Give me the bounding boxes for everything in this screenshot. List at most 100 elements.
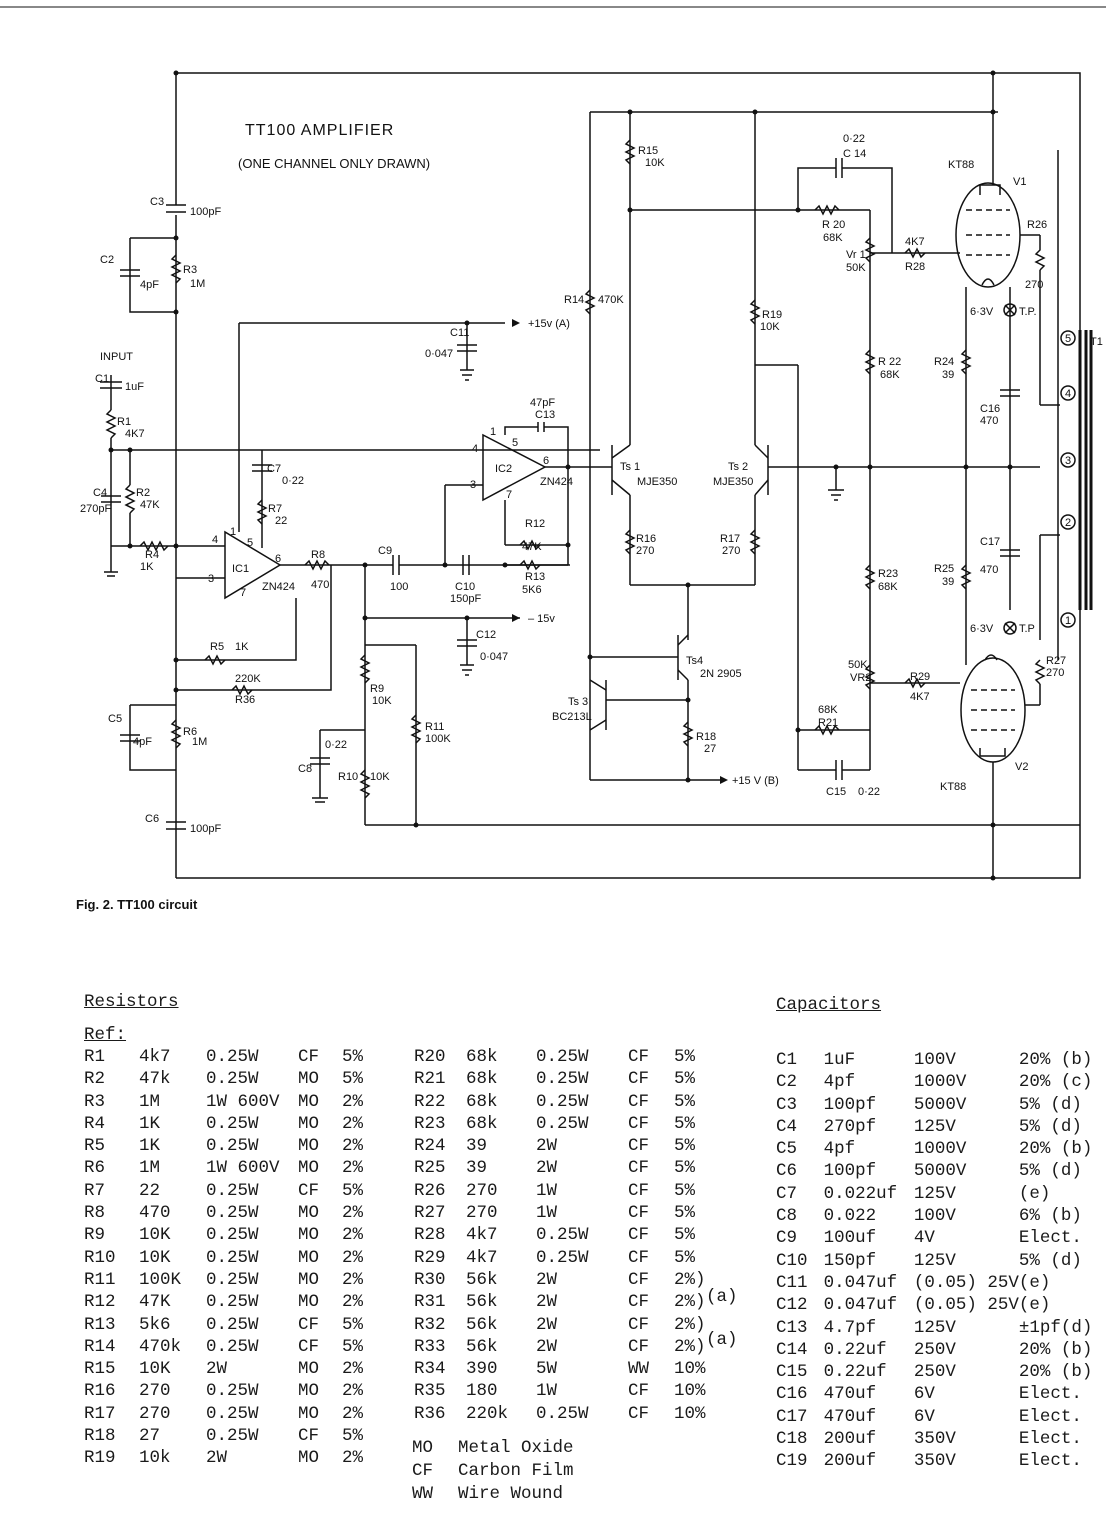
- table-cell: 10%: [674, 1381, 706, 1402]
- table-cell: 2%: [342, 1091, 364, 1112]
- table-cell: R3: [84, 1091, 106, 1112]
- table-cell: 2W: [536, 1314, 558, 1335]
- table-cell: 10K: [139, 1225, 171, 1246]
- svg-text:4: 4: [1065, 388, 1071, 400]
- svg-text:5: 5: [247, 537, 253, 549]
- table-cell: 2W: [536, 1136, 558, 1157]
- table-cell: 150pf: [823, 1250, 877, 1271]
- table-cell: CF: [628, 1136, 650, 1157]
- table-cell: 6V: [913, 1384, 935, 1405]
- table-cell: 0.25W: [536, 1069, 589, 1090]
- table-cell: R30: [414, 1269, 446, 1290]
- svg-text:4pF: 4pF: [133, 736, 152, 748]
- svg-text:C12: C12: [476, 629, 496, 641]
- table-cell: 0.25W: [536, 1225, 589, 1246]
- svg-text:270: 270: [722, 545, 740, 557]
- svg-text:Ts 1: Ts 1: [620, 461, 640, 473]
- svg-text:6: 6: [275, 553, 281, 565]
- svg-text:R23: R23: [878, 568, 898, 580]
- table-cell: 2%: [342, 1381, 364, 1402]
- svg-text:R1: R1: [117, 416, 131, 428]
- table-cell: 2W: [536, 1158, 558, 1179]
- table-cell: R10: [84, 1247, 116, 1268]
- table-cell: 2W: [206, 1448, 228, 1469]
- table-cell: 4.7pf: [823, 1317, 877, 1338]
- svg-text:R27: R27: [1046, 655, 1066, 667]
- table-cell: MO: [298, 1448, 320, 1469]
- svg-text:47K: 47K: [522, 541, 542, 553]
- figure-caption: Fig. 2. TT100 circuit: [76, 897, 198, 912]
- table-cell: CF: [628, 1158, 650, 1179]
- svg-text:IC2: IC2: [495, 463, 512, 475]
- table-cell: 125V: [913, 1250, 956, 1271]
- table-cell: 100K: [139, 1269, 182, 1290]
- table-cell: 0.25W: [206, 1113, 259, 1134]
- table-cell: R31: [414, 1292, 446, 1313]
- table-cell: 5000V: [913, 1161, 967, 1182]
- table-cell: 6V: [913, 1406, 935, 1427]
- table-cell: 2W: [536, 1336, 558, 1357]
- table-cell: CF: [298, 1180, 320, 1201]
- table-cell: MO: [298, 1359, 320, 1380]
- table-cell: R9: [84, 1225, 106, 1246]
- table-cell: R35: [414, 1381, 446, 1402]
- svg-text:C4: C4: [93, 487, 107, 499]
- table-cell: 0.25W: [206, 1381, 259, 1402]
- table-cell: MO: [298, 1136, 320, 1157]
- table-cell: 2%: [342, 1292, 364, 1313]
- table-cell: 470uf: [823, 1384, 877, 1405]
- table-cell: 220k: [466, 1403, 509, 1424]
- table-cell: R11: [84, 1269, 116, 1290]
- table-cell: 2%: [342, 1403, 364, 1424]
- table-cell: 20% (b): [1018, 1050, 1093, 1070]
- svg-text:100pF: 100pF: [190, 823, 221, 835]
- table-cell: CF: [628, 1403, 650, 1424]
- svg-text:KT88: KT88: [940, 781, 966, 793]
- svg-text:68K: 68K: [823, 232, 843, 244]
- table-cell: Elect.: [1018, 1228, 1082, 1249]
- table-cell: MO: [298, 1269, 320, 1290]
- svg-text:R28: R28: [905, 261, 925, 273]
- svg-text:470: 470: [311, 579, 329, 591]
- svg-text:C 14: C 14: [843, 148, 866, 160]
- table-cell: C2: [776, 1072, 798, 1093]
- table-cell: 0.047uf: [823, 1295, 898, 1316]
- table-cell: 100V: [913, 1206, 956, 1227]
- table-cell: 2W: [536, 1269, 558, 1290]
- table-cell: 0.25W: [536, 1047, 589, 1067]
- svg-text:0·047: 0·047: [480, 651, 508, 663]
- table-cell: 100pf: [823, 1161, 877, 1182]
- table-cell: 4pf: [823, 1139, 856, 1160]
- table-cell: CF: [298, 1047, 320, 1067]
- table-cell: 0.25W: [206, 1336, 259, 1357]
- svg-text:0·047: 0·047: [425, 348, 453, 360]
- table-cell: 270pf: [823, 1116, 877, 1137]
- table-cell: 5%: [674, 1158, 696, 1179]
- svg-text:1: 1: [1065, 615, 1071, 627]
- svg-text:4K7: 4K7: [905, 236, 925, 248]
- svg-text:R36: R36: [235, 694, 255, 706]
- table-cell: 100pf: [823, 1094, 877, 1115]
- svg-text:270pF: 270pF: [80, 503, 111, 515]
- table-cell: R12: [84, 1292, 116, 1313]
- svg-text:50K: 50K: [848, 659, 868, 671]
- svg-text:1M: 1M: [190, 278, 205, 290]
- table-cell: C14: [776, 1339, 808, 1360]
- table-cell: R2: [84, 1069, 106, 1090]
